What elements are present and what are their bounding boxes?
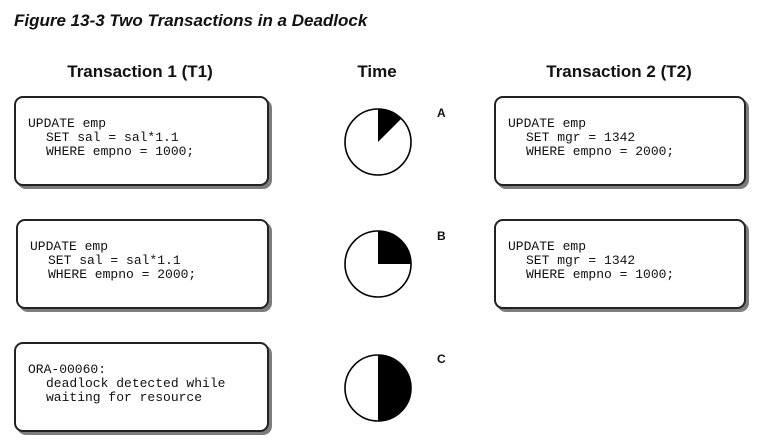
t1-statement-box-a: UPDATE emp SET sal = sal*1.1 WHERE empno… — [14, 96, 269, 186]
figure-title: Figure 13-3 Two Transactions in a Deadlo… — [14, 11, 368, 30]
time-label-a: A — [437, 106, 446, 120]
code-line: UPDATE emp — [508, 239, 587, 254]
code-line: SET sal = sal*1.1 — [46, 130, 179, 145]
t2-statement-box-b: UPDATE emp SET mgr = 1342 WHERE empno = … — [494, 219, 746, 309]
header-time: Time — [357, 62, 397, 81]
time-clock-b — [344, 230, 412, 298]
error-line: deadlock detected while — [46, 376, 226, 391]
t1-error-box-c: ORA-00060: deadlock detected while waiti… — [14, 342, 269, 432]
clock-face — [344, 108, 412, 176]
code-line: SET mgr = 1342 — [526, 253, 636, 268]
clock-face — [344, 354, 412, 422]
code-line: WHERE empno = 1000; — [526, 267, 675, 282]
error-line: waiting for resource — [46, 390, 203, 405]
t2-statement-box-a: UPDATE emp SET mgr = 1342 WHERE empno = … — [494, 96, 746, 186]
code-line: UPDATE emp — [508, 116, 587, 131]
code-line: UPDATE emp — [28, 116, 107, 131]
elapsed-wedge — [378, 355, 411, 421]
clock-face — [344, 230, 412, 298]
elapsed-wedge — [378, 231, 411, 264]
code-line: SET mgr = 1342 — [526, 130, 636, 145]
code-line: WHERE empno = 2000; — [526, 144, 675, 159]
time-clock-a — [344, 108, 412, 176]
header-transaction-1: Transaction 1 (T1) — [67, 62, 213, 81]
code-line: WHERE empno = 2000; — [48, 267, 197, 282]
header-transaction-2: Transaction 2 (T2) — [546, 62, 692, 81]
time-label-b: B — [437, 229, 446, 243]
error-line: ORA-00060: — [28, 362, 107, 377]
code-line: WHERE empno = 1000; — [46, 144, 195, 159]
time-label-c: C — [437, 352, 446, 366]
code-line: SET sal = sal*1.1 — [48, 253, 181, 268]
elapsed-wedge — [378, 109, 402, 142]
time-clock-c — [344, 354, 412, 422]
t1-statement-box-b: UPDATE emp SET sal = sal*1.1 WHERE empno… — [16, 219, 269, 309]
code-line: UPDATE emp — [30, 239, 109, 254]
